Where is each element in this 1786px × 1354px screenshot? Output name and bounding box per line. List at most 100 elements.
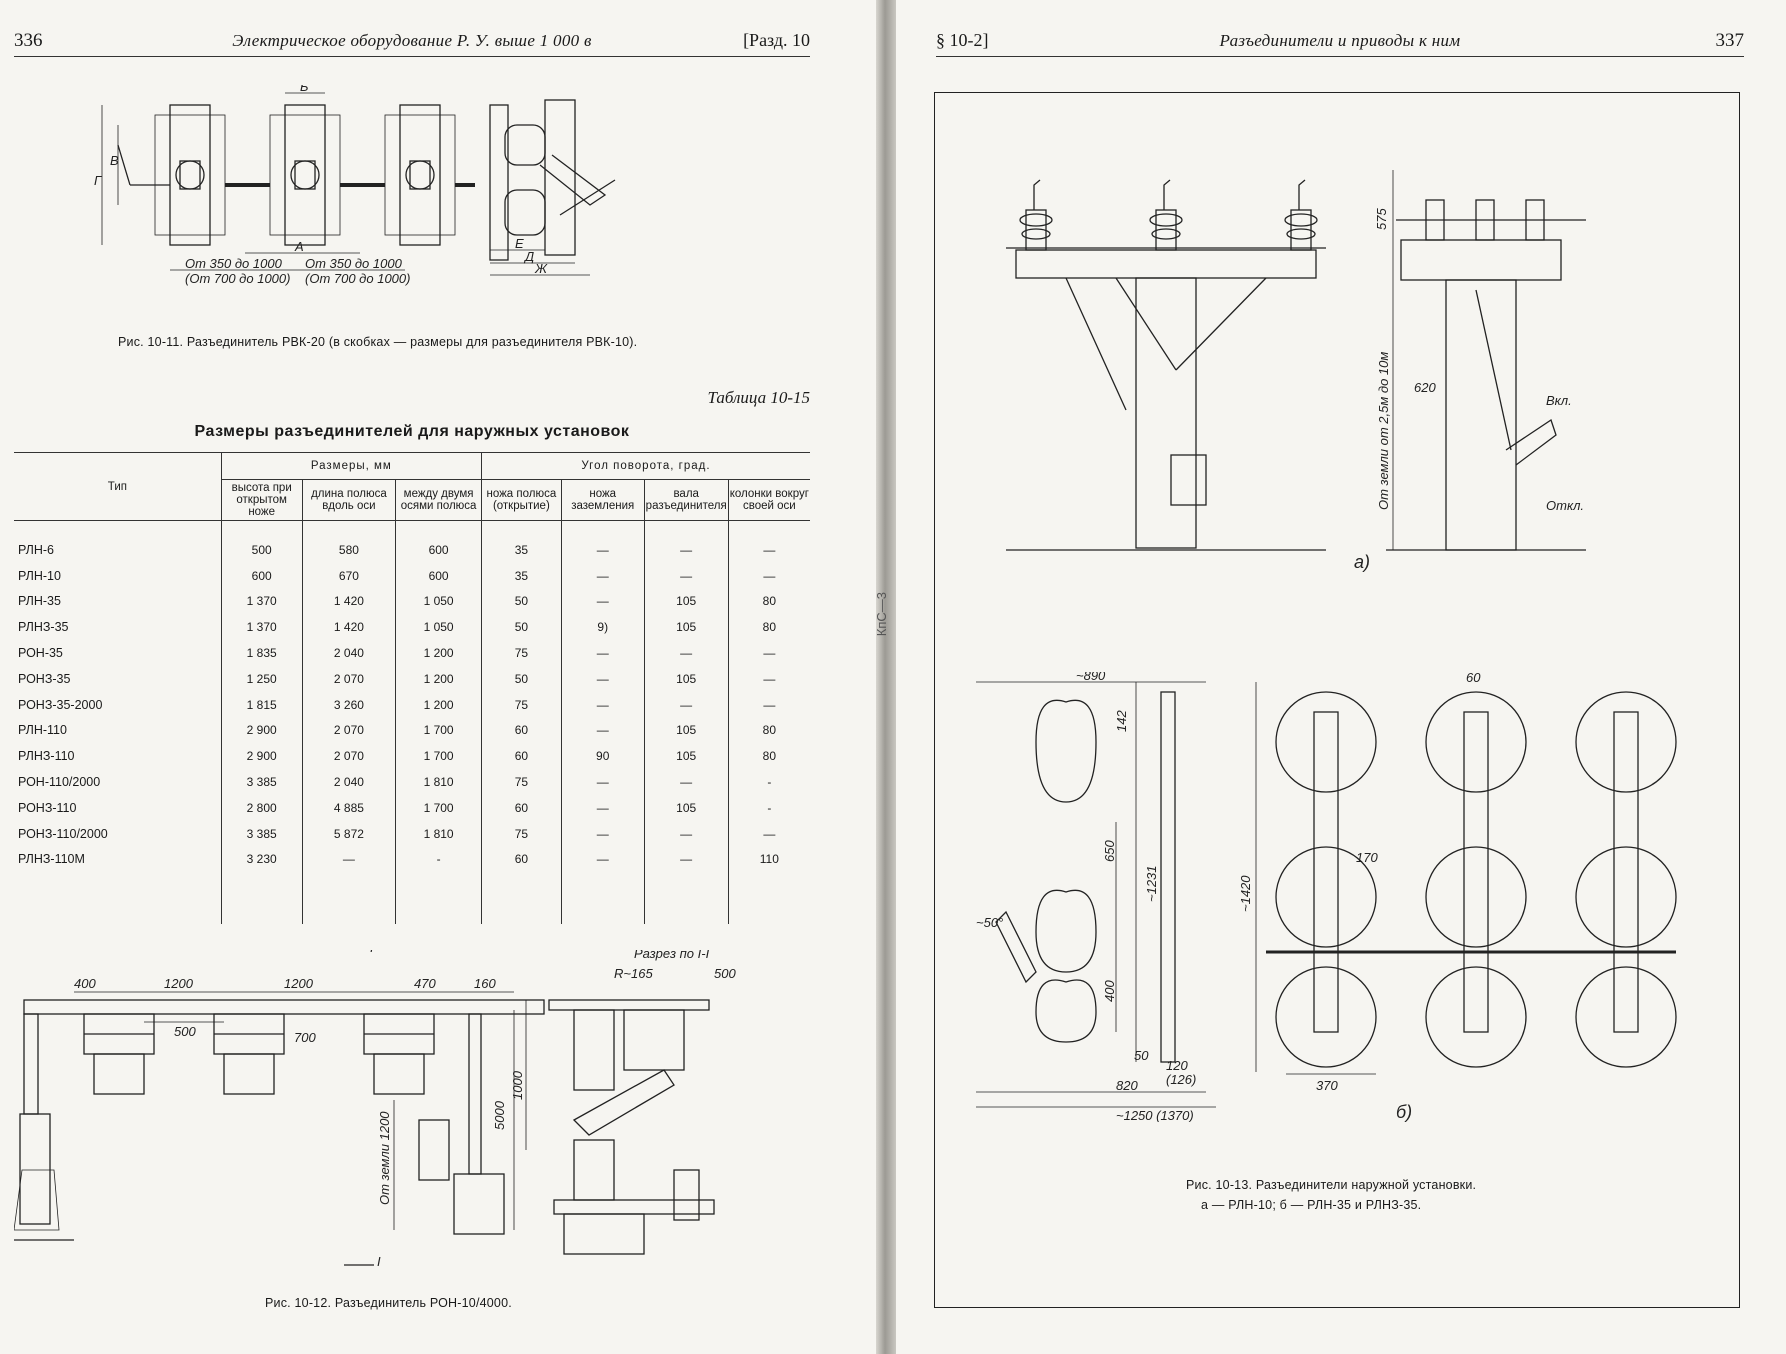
col-header: вала разъединителя (643, 479, 729, 521)
dim-1231: ~1231 (1144, 865, 1159, 902)
insulator-1 (1019, 179, 1053, 251)
col-header: длина полюса вдоль оси (301, 479, 397, 521)
dim-d: Д (523, 249, 534, 264)
cell-value: — (727, 640, 810, 666)
cell-value: 2 070 (301, 717, 396, 744)
cell-value: — (560, 794, 645, 821)
cell-value: — (643, 537, 729, 563)
cell-value: 1 420 (301, 588, 396, 615)
col-header-type: Тип (14, 452, 222, 521)
cell-value: — (560, 846, 645, 873)
dim-g: Г (94, 173, 102, 188)
dimensions-table: Тип Размеры, мм Угол поворота, град. выс… (14, 452, 810, 925)
figure-10-13b: ~890 142 650 ~1231 400 50 120 (126) 820 … (966, 672, 1736, 1122)
insulator-3 (1284, 179, 1318, 251)
dim-1420: ~1420 (1238, 875, 1253, 912)
cell-value: 105 (643, 614, 729, 641)
cell-value: 500 (220, 537, 303, 563)
cell-value: 2 070 (301, 665, 396, 692)
right-running-head: § 10-2] Разъединители и приводы к ним 33… (936, 30, 1744, 57)
cell-value: 80 (727, 588, 810, 615)
page-number-left: 336 (14, 30, 43, 51)
cell-value: 2 070 (301, 743, 396, 770)
dim-620: 620 (1414, 380, 1436, 395)
col-group-sizes: Размеры, мм (220, 452, 482, 480)
cell-value: 75 (480, 769, 562, 795)
figure-10-12: 400 1200 1200 470 160 500 700 I I 5000 О… (14, 950, 814, 1270)
cell-value: - (727, 769, 810, 795)
figure-10-13a: 575 620 От земли от 2,5м до 10м Вкл. Отк… (1006, 170, 1586, 580)
label-on: Вкл. (1546, 393, 1572, 408)
dim-b: Б (300, 85, 309, 94)
cell-value: 35 (480, 537, 562, 563)
cell-value: — (727, 537, 810, 563)
rvk-pole-3 (384, 104, 456, 246)
subfig-a-tag: а) (1354, 552, 1370, 572)
cell-value: 2 900 (220, 743, 303, 770)
caption-fig-10-13-line1: Рис. 10-13. Разъединители наружной устан… (1186, 1178, 1477, 1192)
cell-value: 5 872 (301, 820, 396, 847)
cell-type: РЛН-6 (18, 542, 54, 557)
cell-type: РЛНЗ-35 (18, 620, 69, 635)
dim-1200a: 1200 (164, 976, 194, 991)
dim-ground: От земли 1200 (377, 1111, 392, 1205)
cell-value: 80 (727, 743, 810, 770)
cell-value: 600 (220, 562, 303, 589)
cell-value: 2 900 (220, 717, 303, 744)
dim-50: 50 (1134, 1048, 1149, 1063)
span-2b: (От 700 до 1000) (305, 271, 410, 286)
cell-type: РОН-35 (18, 646, 63, 661)
cell-type: РЛН-35 (18, 594, 61, 609)
span-2: От 350 до 1000 (305, 256, 403, 271)
cell-value: 1 700 (395, 717, 482, 744)
dim-575: 575 (1374, 208, 1389, 230)
dim-v: В (110, 153, 119, 168)
b-plan-pole-2 (1425, 691, 1527, 1068)
cell-value: — (560, 717, 645, 744)
dim-zh: Ж (534, 261, 548, 276)
cell-value: — (643, 691, 729, 718)
cell-value: 1 370 (220, 614, 303, 641)
cell-value: 105 (643, 794, 729, 821)
cell-type: РЛНЗ-110 (18, 749, 75, 764)
cell-value: — (560, 820, 645, 847)
cell-value: — (643, 846, 729, 873)
table-number: Таблица 10-15 (707, 388, 811, 407)
caption-fig-10-11: Рис. 10-11. Разъединитель РВК-20 (в скоб… (118, 335, 638, 349)
cell-value: 1 200 (395, 665, 482, 692)
dim-1250: ~1250 (1370) (1116, 1108, 1194, 1122)
dim-60: 60 (1466, 672, 1481, 685)
b-plan-pole-1 (1275, 691, 1377, 1068)
cell-value: 1 200 (395, 691, 482, 718)
cell-value: 105 (643, 743, 729, 770)
rvk-side-view (489, 99, 616, 261)
cell-value: 3 385 (220, 769, 303, 795)
cell-type: РОН-110/2000 (18, 775, 101, 790)
col-header: ножа полюса (открытие) (480, 479, 562, 521)
section-view (525, 999, 715, 1255)
cell-value: 90 (560, 743, 645, 770)
cell-value: 80 (727, 717, 810, 744)
left-page: 336 Электрическое оборудование Р. У. выш… (0, 0, 876, 1354)
cell-value: — (560, 537, 645, 563)
cell-value: 1 700 (395, 794, 482, 821)
cell-value: — (560, 588, 645, 615)
cell-value: — (727, 562, 810, 589)
cell-type: РЛН-10 (18, 568, 61, 583)
dim-400: 400 (74, 976, 96, 991)
cell-value: 75 (480, 640, 562, 666)
col-header: между двумя осями полюса (395, 479, 482, 521)
cell-value: 75 (480, 691, 562, 718)
caption-fig-10-13-line2: а — РЛН-10; б — РЛН-35 и РЛНЗ-35. (1201, 1198, 1422, 1212)
col-header: ножа заземления (560, 479, 645, 521)
b-plan-pole-3 (1575, 691, 1677, 1068)
cell-value: 75 (480, 820, 562, 847)
section-ref-right: § 10-2] (936, 30, 989, 50)
cell-value: 60 (480, 743, 562, 770)
angle-50: ~50° (976, 915, 1003, 930)
